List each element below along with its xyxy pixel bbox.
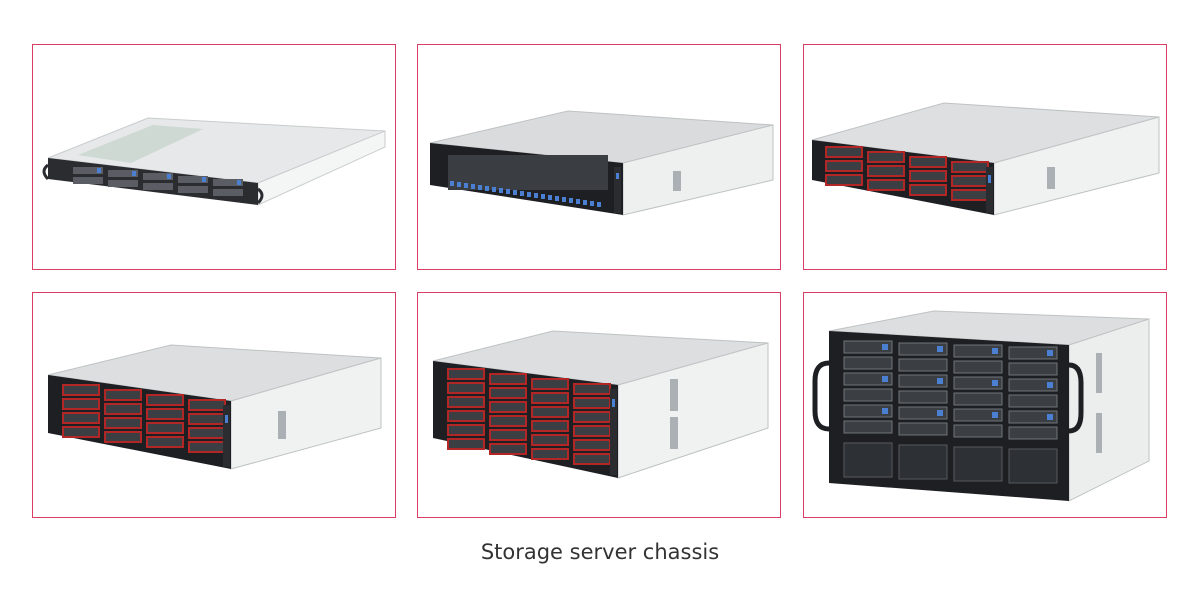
server-chassis-2u-24bay-image <box>429 110 774 216</box>
server-chassis-6u-image <box>812 310 1150 502</box>
product-card-4u-24bay[interactable] <box>417 292 781 518</box>
server-chassis-2u-12bay-image <box>811 102 1160 216</box>
product-card-1u[interactable] <box>32 44 396 270</box>
server-chassis-4u-24bay-image <box>432 330 769 479</box>
product-card-2u-24bay[interactable] <box>417 44 781 270</box>
product-card-2u-12bay[interactable] <box>803 44 1167 270</box>
page-caption: Storage server chassis <box>480 540 720 564</box>
product-card-6u-large[interactable] <box>803 292 1167 518</box>
server-chassis-1u-image <box>42 117 386 206</box>
server-chassis-3u-16bay-image <box>47 344 382 470</box>
product-card-3u-16bay[interactable] <box>32 292 396 518</box>
